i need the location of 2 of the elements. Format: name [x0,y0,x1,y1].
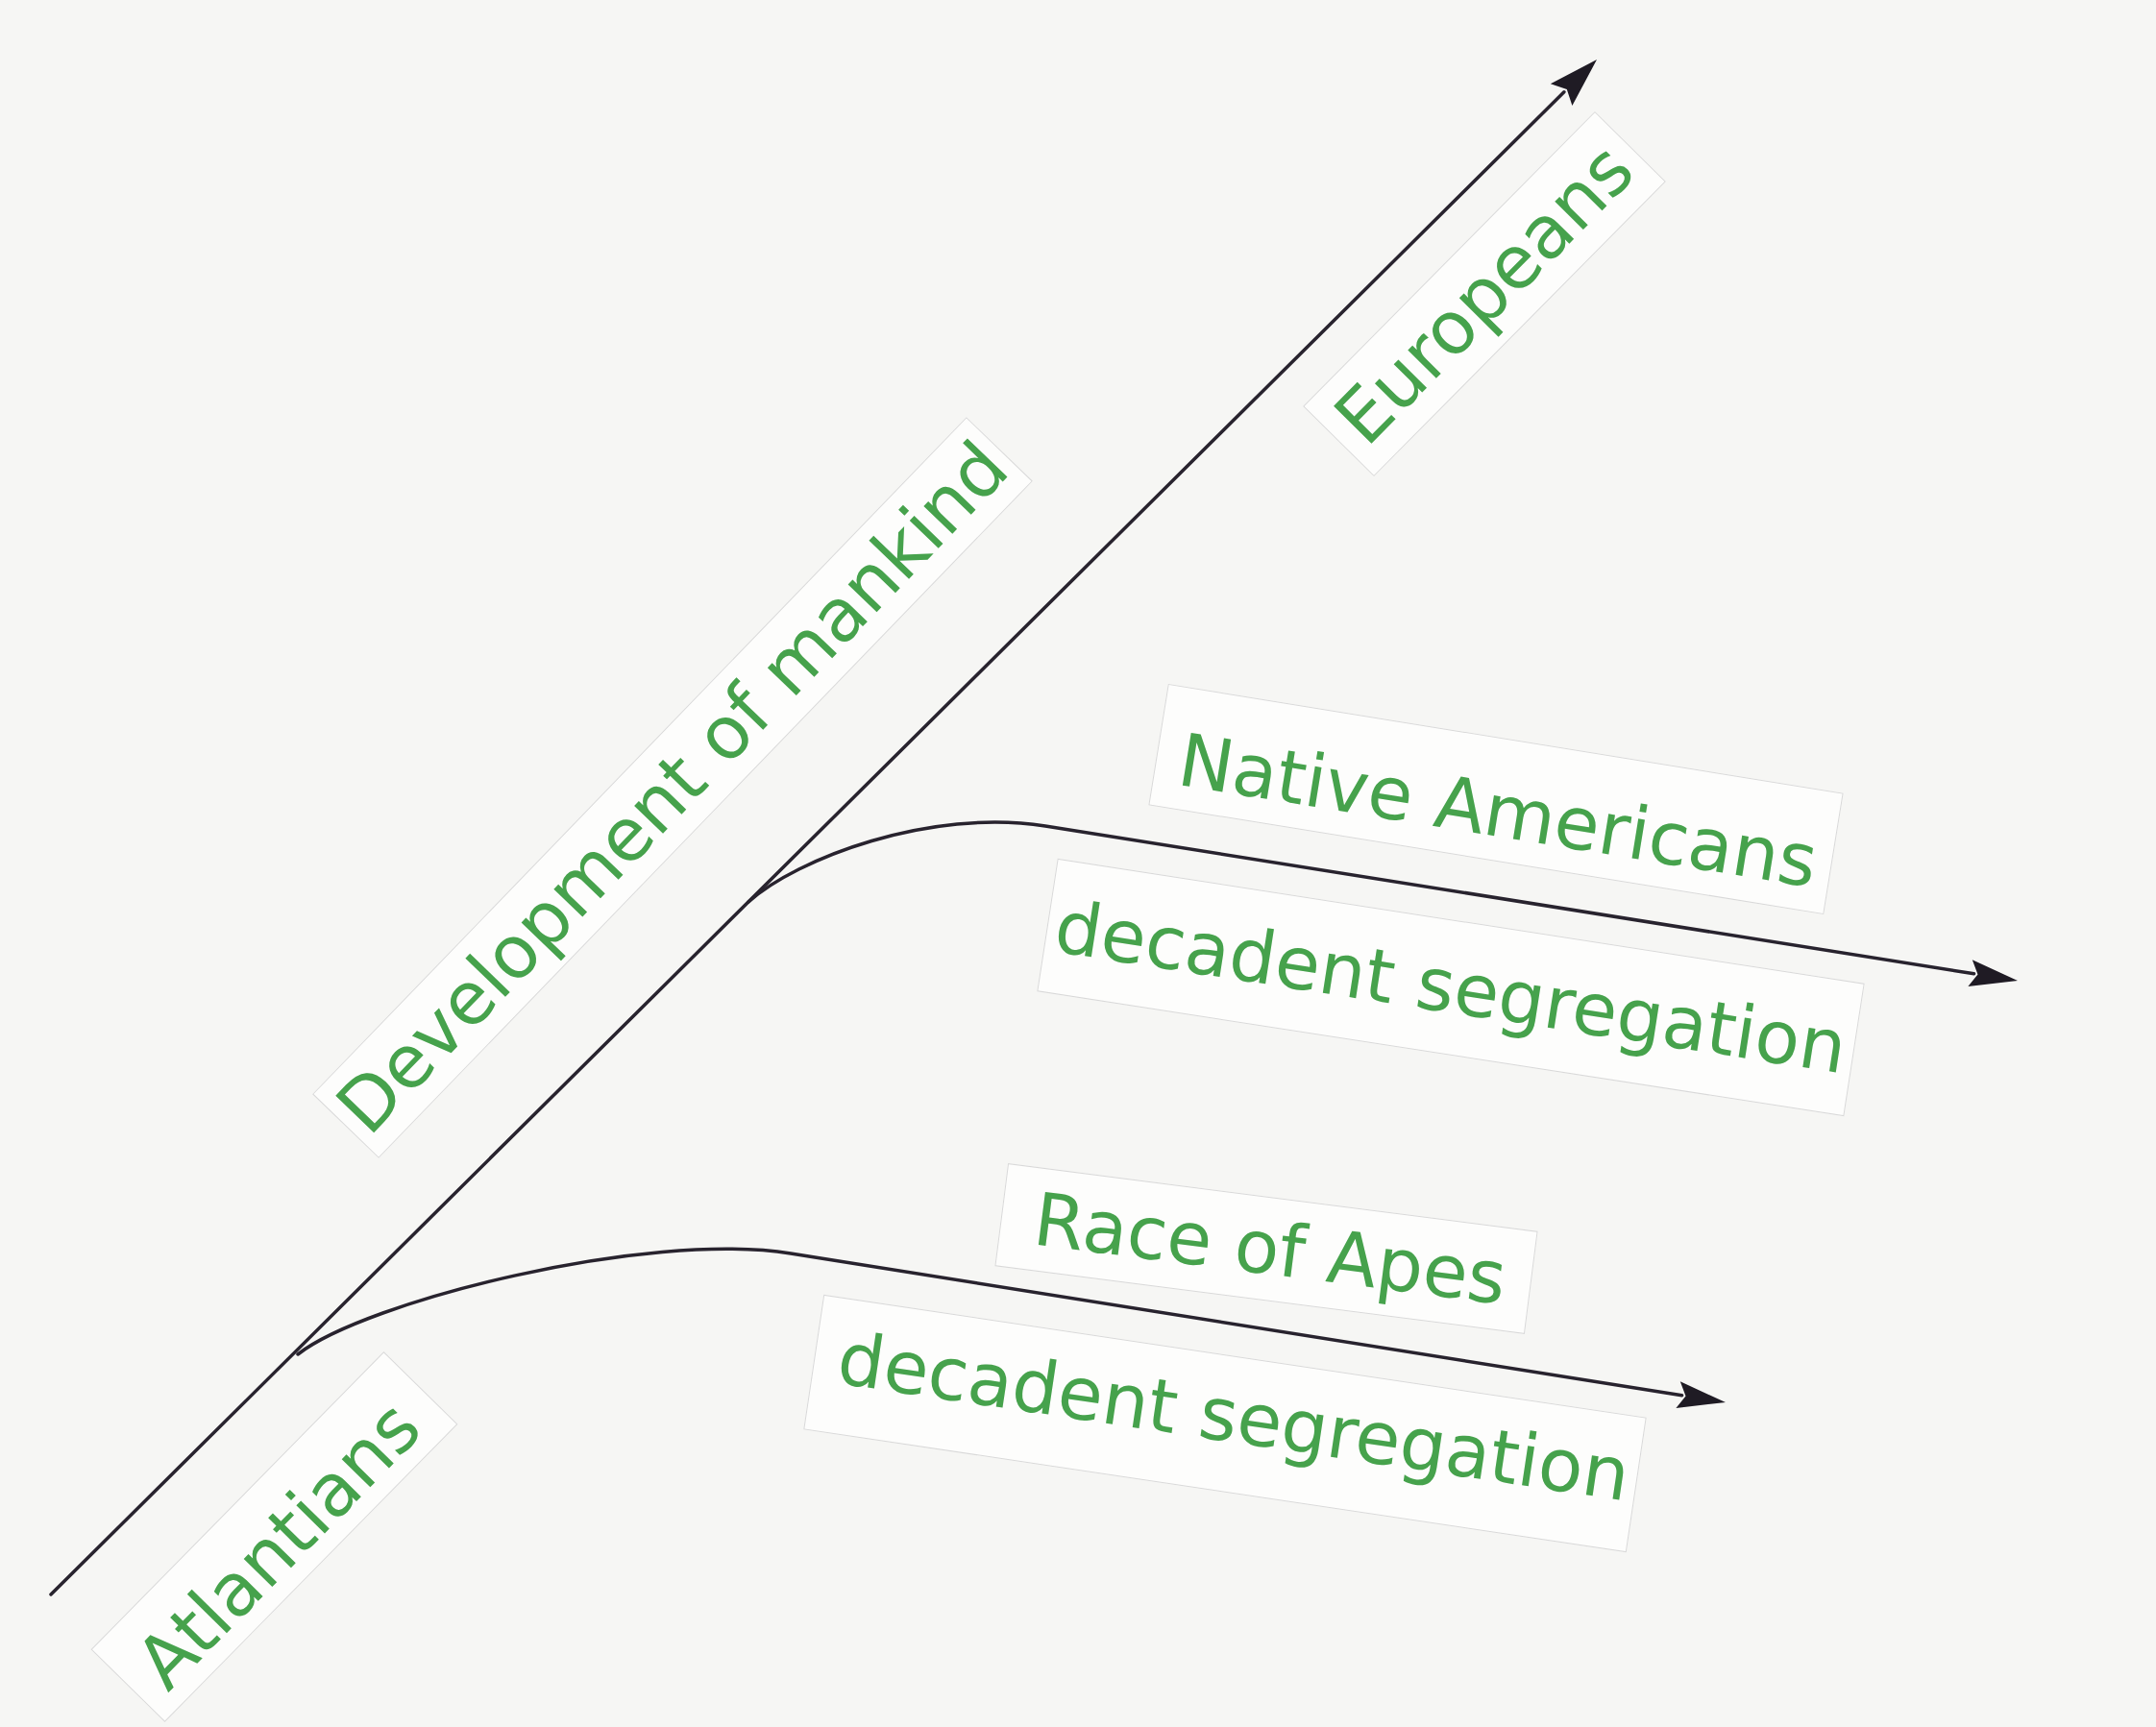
strip-label: decadent segregation [833,1322,1635,1513]
strip-label: Race of Apes [1029,1182,1510,1316]
